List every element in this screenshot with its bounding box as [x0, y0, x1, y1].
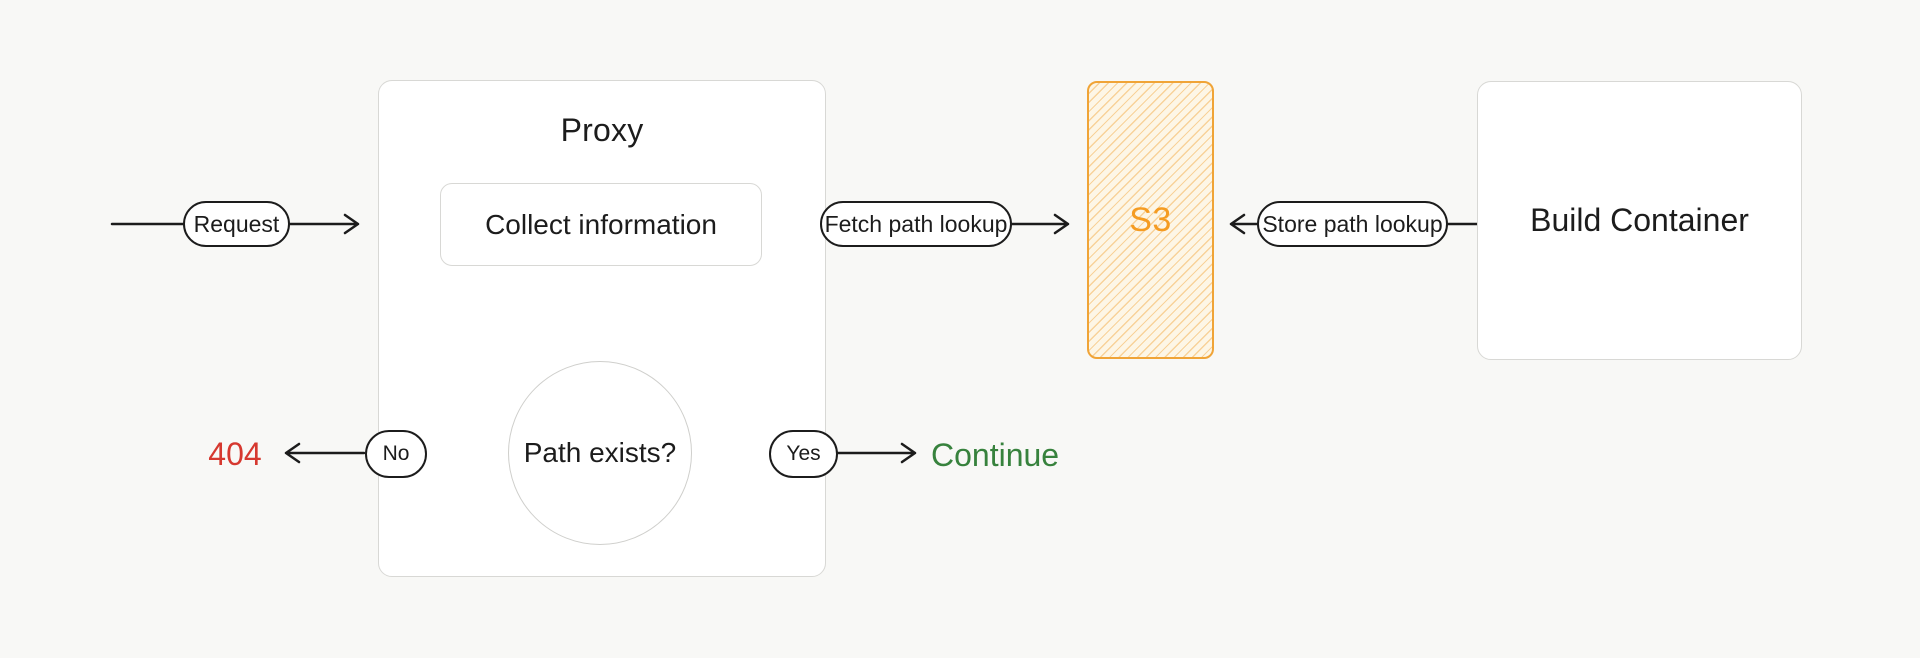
s3-label: S3 — [1129, 200, 1172, 239]
no-branch-label: No — [382, 442, 410, 465]
build-container-node: Build Container — [1477, 81, 1802, 360]
proxy-title: Proxy — [560, 112, 644, 148]
store-path-lookup-edge-label: Store path lookup — [1262, 210, 1443, 237]
yes-branch-pill: Yes — [769, 430, 838, 478]
fetch-path-lookup-edge-label: Fetch path lookup — [824, 210, 1008, 237]
request-edge-label: Request — [193, 210, 280, 237]
s3-node: S3 — [1087, 81, 1214, 359]
collect-information-label: Collect information — [485, 208, 717, 240]
arrow-no-to-404 — [284, 442, 366, 464]
fetch-path-lookup-edge-pill: Fetch path lookup — [820, 201, 1012, 247]
store-path-lookup-edge-pill: Store path lookup — [1257, 201, 1448, 247]
not-found-outcome: 404 — [208, 436, 262, 472]
path-exists-label: Path exists? — [523, 437, 677, 468]
build-container-label: Build Container — [1530, 202, 1749, 238]
path-exists-decision-node: Path exists? — [508, 361, 692, 545]
arrow-request-to-proxy — [287, 213, 360, 235]
request-edge-pill: Request — [183, 201, 290, 247]
arrow-store-to-s3 — [1229, 213, 1260, 235]
arrow-fetch-to-s3 — [1009, 213, 1070, 235]
continue-outcome: Continue — [931, 437, 1060, 473]
yes-branch-label: Yes — [786, 442, 821, 465]
collect-information-node: Collect information — [440, 183, 762, 266]
no-branch-pill: No — [365, 430, 427, 478]
arrow-yes-to-continue — [835, 442, 917, 464]
